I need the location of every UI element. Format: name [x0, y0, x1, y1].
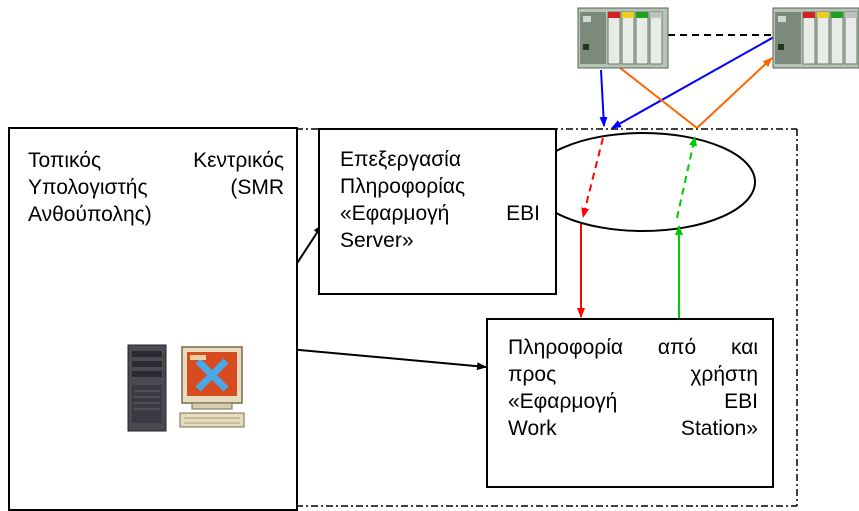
- network-to-plc-right-arrow: [696, 57, 773, 129]
- plc-rack-icon: [772, 7, 859, 69]
- ebi-workstation-label-line: «Εφαρμογή EBI: [508, 390, 758, 413]
- ebi-server-box: Επεξεργασία Πληροφορίας «Εφαρμογή EBI Se…: [318, 128, 557, 295]
- ebi-server-label-line: Πληροφορίας: [340, 175, 466, 198]
- ebi-workstation-box: Πληροφορία από και προς χρήστη «Εφαρμογή…: [486, 318, 774, 488]
- ebi-workstation-label-line: Work Station»: [508, 417, 758, 440]
- plc-right-to-network-arrow: [611, 32, 782, 129]
- network-to-plc-left-arrow: [609, 59, 698, 129]
- network-ellipse: [530, 132, 756, 232]
- local-computer-label-line: Τοπικός Κεντρικός: [28, 149, 284, 172]
- ebi-server-label-line: «Εφαρμογή EBI: [340, 202, 540, 225]
- network-to-workstation-dashed: [581, 137, 604, 218]
- local-computer-label-line: Υπολογιστής (SMR: [28, 176, 284, 199]
- ebi-workstation-label: Πληροφορία από και προς χρήστη «Εφαρμογή…: [508, 334, 758, 442]
- ebi-server-label: Επεξεργασία Πληροφορίας «Εφαρμογή EBI Se…: [340, 146, 540, 254]
- local-computer-box: Τοπικός Κεντρικός Υπολογιστής (SMR Ανθού…: [8, 127, 298, 511]
- ebi-workstation-label-line: προς χρήστη: [508, 363, 758, 386]
- ebi-server-label-line: Server»: [340, 229, 414, 252]
- server-workstation-icon: [127, 344, 245, 432]
- plc-left-to-network-arrow: [599, 69, 608, 127]
- workstation-to-network-dashed: [676, 136, 697, 219]
- ebi-workstation-label-line: Πληροφορία από και: [508, 336, 758, 359]
- plc-rack-icon: [577, 7, 669, 69]
- local-computer-label: Τοπικός Κεντρικός Υπολογιστής (SMR Ανθού…: [28, 147, 284, 228]
- ebi-server-label-line: Επεξεργασία: [340, 148, 461, 171]
- local-computer-label-line: Ανθούπολης): [28, 203, 152, 226]
